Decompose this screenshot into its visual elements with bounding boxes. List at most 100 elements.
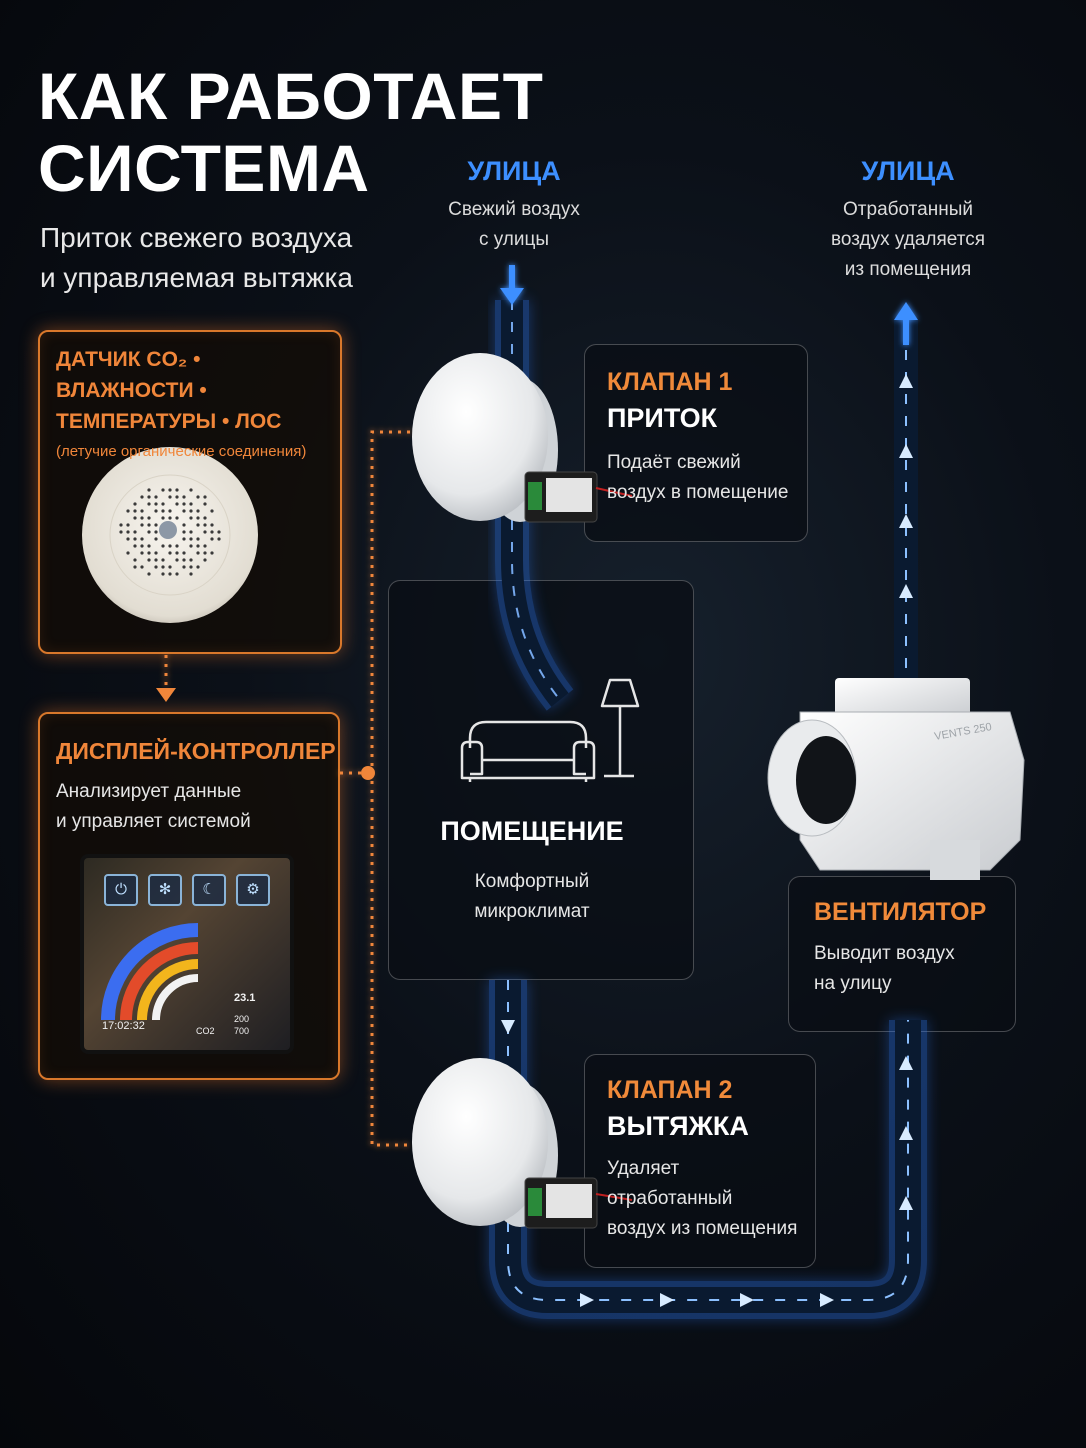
- sensor-hole: [189, 558, 193, 562]
- valve-2-desc-3: воздух из помещения: [607, 1218, 798, 1239]
- title-line-1: КАК РАБОТАЕТ: [38, 59, 544, 133]
- sensor-line-2: ТЕМПЕРАТУРЫ • ЛОС: [56, 410, 282, 433]
- sensor-hole: [140, 544, 144, 548]
- subtitle-line-1: Приток свежего воздуха: [40, 222, 353, 253]
- gear-icon[interactable]: ⚙: [236, 874, 270, 906]
- screen-temp: 23.1: [234, 992, 256, 1004]
- sensor-hole: [126, 537, 130, 541]
- sensor-hole: [175, 558, 179, 562]
- sensor-hole: [175, 544, 179, 548]
- fan-icon[interactable]: ✻: [148, 874, 182, 906]
- sensor-hole: [147, 530, 151, 534]
- controller-desc-1: Анализирует данные: [56, 781, 242, 802]
- sensor-hole: [147, 502, 151, 506]
- screen-co2-label: CO2: [196, 1026, 215, 1036]
- fan-text: ВЕНТИЛЯТОР Выводит воздух на улицу: [814, 898, 1014, 999]
- sensor-hole: [182, 523, 186, 527]
- arrow-up-icon: [894, 302, 918, 345]
- sensor-hole: [147, 516, 151, 520]
- sensor-hole: [203, 558, 207, 562]
- sensor-card-text: ДАТЧИК CO₂ • ВЛАЖНОСТИ • ТЕМПЕРАТУРЫ • Л…: [56, 344, 336, 460]
- sensor-hole: [168, 495, 172, 499]
- fan-image: VENTS 250: [767, 678, 1025, 880]
- sensor-hole: [182, 530, 186, 534]
- sensor-hole: [126, 523, 130, 527]
- sensor-hole: [168, 572, 172, 576]
- sensor-hole: [189, 544, 193, 548]
- gauge-arcs: [101, 923, 199, 1021]
- sensor-hole: [196, 551, 200, 555]
- sensor-hole: [189, 516, 193, 520]
- sensor-hole: [182, 509, 186, 513]
- moon-icon[interactable]: ☾: [192, 874, 226, 906]
- sensor-hole: [147, 495, 151, 499]
- sensor-hole: [217, 530, 221, 534]
- power-icon[interactable]: ⏻: [104, 874, 138, 906]
- sensor-note: (летучие органические соединения): [56, 443, 307, 460]
- valve-1-text: КЛАПАН 1 ПРИТОК Подаёт свежий воздух в п…: [607, 368, 807, 508]
- sensor-hole: [147, 551, 151, 555]
- valve-2-image: [412, 1058, 633, 1229]
- sensor-hole: [196, 565, 200, 569]
- sensor-hole: [196, 509, 200, 513]
- sensor-hole: [203, 551, 207, 555]
- sensor-hole: [140, 565, 144, 569]
- title-line-2: СИСТЕМА: [38, 131, 370, 205]
- valve-1-number: КЛАПАН 1: [607, 368, 733, 396]
- sensor-hole: [161, 488, 165, 492]
- sensor-hole: [147, 544, 151, 548]
- sensor-hole: [203, 530, 207, 534]
- sensor-hole: [133, 516, 137, 520]
- sensor-hole: [161, 509, 165, 513]
- sensor-hole: [140, 509, 144, 513]
- valve-2-number: КЛАПАН 2: [607, 1076, 733, 1104]
- valve-1-desc-1: Подаёт свежий: [607, 452, 741, 473]
- connector-node: [361, 766, 375, 780]
- fan-title: ВЕНТИЛЯТОР: [814, 898, 987, 926]
- sensor-hole: [196, 516, 200, 520]
- sensor-hole: [196, 544, 200, 548]
- sensor-hole: [203, 544, 207, 548]
- flow-arrows-up: [899, 374, 913, 1210]
- room-text: ПОМЕЩЕНИЕ Комфортный микроклимат: [388, 816, 676, 927]
- arrow-down-icon: [500, 265, 524, 305]
- sensor-hole: [182, 551, 186, 555]
- sensor-hole: [119, 523, 123, 527]
- sensor-hole: [210, 530, 214, 534]
- sensor-hole: [168, 516, 172, 520]
- sensor-hole: [147, 488, 151, 492]
- sensor-hole: [210, 537, 214, 541]
- sensor-hole: [154, 551, 158, 555]
- fan-desc-2: на улицу: [814, 973, 892, 994]
- sensor-hole: [154, 558, 158, 562]
- sensor-hole: [182, 495, 186, 499]
- sensor-hole: [154, 530, 158, 534]
- floor-lamp-icon: [600, 678, 640, 778]
- subtitle-line-2: и управляемая вытяжка: [40, 262, 353, 293]
- sensor-hole: [210, 523, 214, 527]
- street-in-desc-2: с улицы: [478, 229, 550, 250]
- sensor-hole: [203, 523, 207, 527]
- valve-2-text: КЛАПАН 2 ВЫТЯЖКА Удаляет отработанный во…: [607, 1076, 817, 1244]
- sensor-hole: [140, 516, 144, 520]
- valve-1-desc-2: воздух в помещение: [607, 482, 789, 503]
- controller-title: ДИСПЛЕЙ-КОНТРОЛЛЕР: [56, 738, 336, 764]
- room-desc-1: Комфортный: [474, 871, 590, 892]
- sensor-hole: [147, 558, 151, 562]
- sensor-image: [82, 447, 258, 623]
- sensor-hole: [140, 551, 144, 555]
- sensor-hole: [161, 565, 165, 569]
- sensor-hole: [182, 565, 186, 569]
- street-out: УЛИЦА Отработанный воздух удаляется из п…: [788, 156, 1028, 285]
- sensor-hole: [168, 488, 172, 492]
- sensor-hole: [161, 558, 165, 562]
- sensor-hole: [154, 523, 158, 527]
- sensor-hole: [175, 516, 179, 520]
- sensor-hole: [182, 502, 186, 506]
- page-subtitle: Приток свежего воздуха и управляемая выт…: [40, 218, 353, 298]
- sensor-hole: [175, 551, 179, 555]
- sensor-hole: [161, 544, 165, 548]
- screen-time: 17:02:32: [102, 1020, 145, 1032]
- street-in-label: УЛИЦА: [467, 156, 561, 186]
- sensor-hole: [189, 565, 193, 569]
